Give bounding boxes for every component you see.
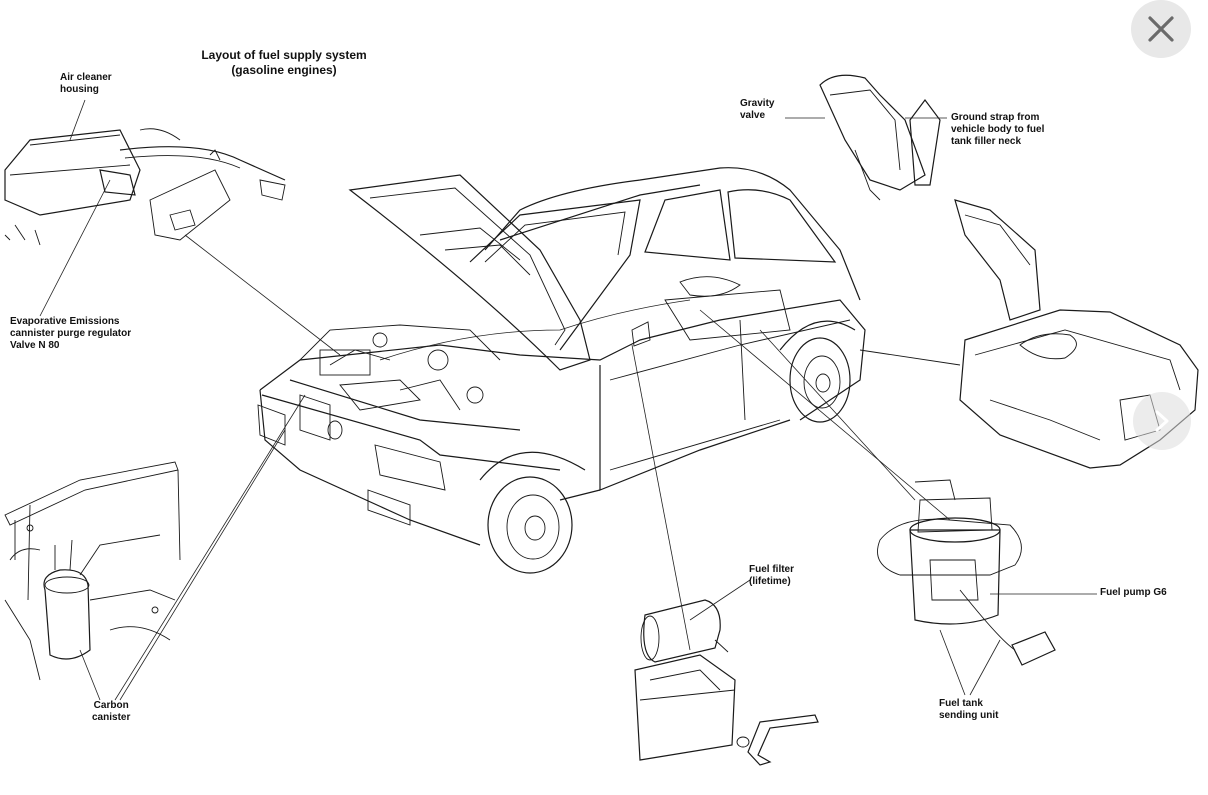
label-line: canister [92, 712, 131, 723]
label-line: valve [740, 110, 766, 121]
car-illustration [257, 167, 866, 574]
label-fuel-filter: Fuel filter (lifetime) [749, 564, 794, 588]
label-line: Valve N 80 [10, 340, 60, 351]
close-icon [1148, 16, 1174, 42]
chevron-right-icon [1155, 410, 1169, 432]
label-line: cannister purge regulator [10, 328, 132, 339]
label-line: housing [60, 84, 99, 95]
label-line: Carbon [93, 700, 129, 711]
label-line: Air cleaner [60, 72, 112, 83]
label-evap-purge-valve: Evaporative Emissions cannister purge re… [10, 316, 131, 352]
label-line: tank filler neck [951, 136, 1022, 147]
label-line: vehicle body to fuel [951, 124, 1045, 135]
label-line: Ground strap from [951, 112, 1040, 123]
label-gravity-valve: Gravity valve [740, 98, 774, 122]
label-line: Gravity [740, 98, 775, 109]
leader-lines [39, 99, 1097, 701]
close-button[interactable] [1131, 0, 1191, 58]
label-fuel-tank-sending-unit: Fuel tank sending unit [939, 698, 998, 722]
fuel-filter-illustration [634, 599, 819, 766]
air-cleaner-illustration [4, 128, 286, 246]
fuel-pump-illustration [877, 479, 1056, 666]
carbon-canister-illustration [4, 461, 181, 681]
label-carbon-canister: Carbon canister [92, 700, 130, 724]
label-ground-strap: Ground strap from vehicle body to fuel t… [951, 112, 1044, 148]
label-line: sending unit [939, 710, 999, 721]
label-line: Evaporative Emissions [10, 316, 120, 327]
label-line: Fuel filter [749, 564, 795, 575]
label-fuel-pump: Fuel pump G6 [1100, 587, 1167, 598]
label-line: (lifetime) [749, 576, 791, 587]
title-line-1: Layout of fuel supply system [201, 48, 367, 62]
label-line: Fuel tank [939, 698, 983, 709]
label-air-cleaner-housing: Air cleaner housing [60, 72, 112, 96]
diagram-title: Layout of fuel supply system (gasoline e… [196, 48, 372, 78]
title-line-2: (gasoline engines) [231, 63, 337, 77]
next-button[interactable] [1133, 392, 1191, 450]
